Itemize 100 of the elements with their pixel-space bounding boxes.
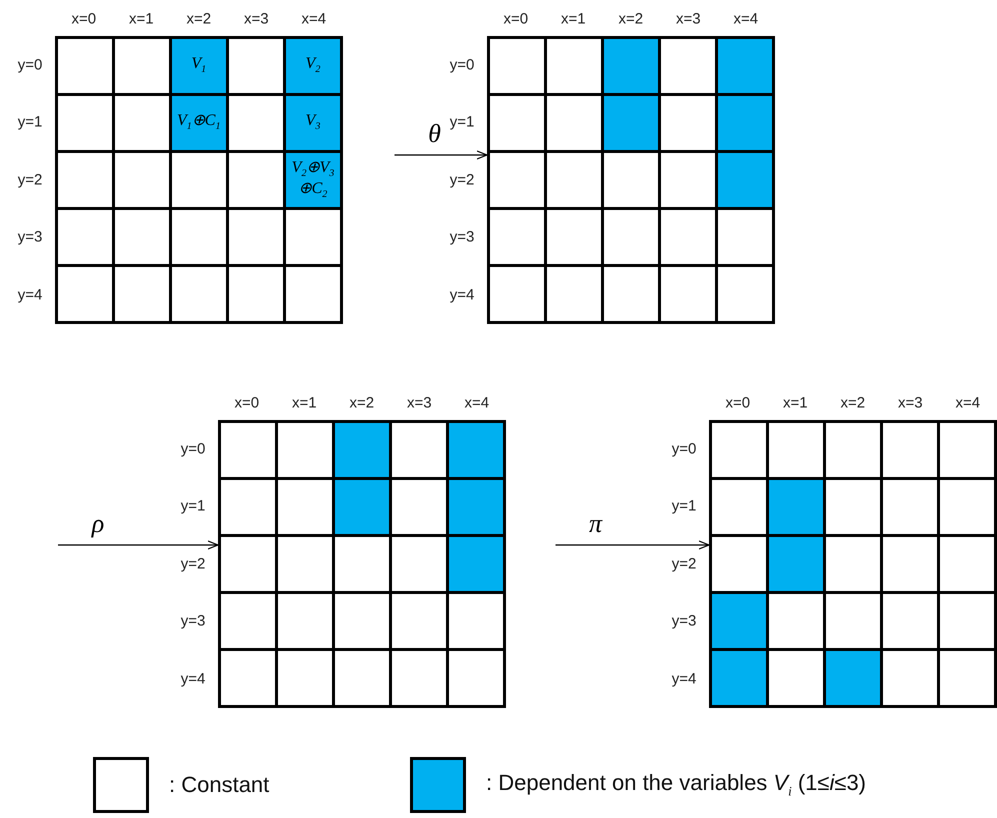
grid-cell: [718, 266, 772, 321]
grid-cell: [228, 152, 283, 207]
grid-cell: [58, 38, 112, 93]
grid-cell: [940, 536, 994, 591]
grid-cell: [718, 210, 772, 264]
grid-cell: [768, 650, 823, 705]
row-label: y=4: [180, 670, 206, 688]
grid-cell: [604, 266, 658, 321]
cell-formula: V$_{2}$⊕V$_{3}$ ⊕C$_{2}$: [290, 159, 336, 200]
grid-cell: [826, 422, 880, 477]
grid-cell: [546, 152, 601, 207]
grid-cell: [220, 422, 275, 477]
grid-cell: [940, 422, 994, 477]
row-label: y=3: [18, 228, 42, 246]
grid-cell: [712, 422, 766, 477]
grid-cell: [826, 480, 880, 534]
grid-cell: [334, 594, 389, 648]
highlighted-cell: [334, 422, 389, 477]
column-label: x=4: [464, 394, 490, 412]
column-label: x=0: [725, 394, 750, 412]
grid-cell: [220, 650, 275, 705]
cell-formula: V$_{3}$: [304, 112, 322, 133]
grid-cell: [392, 480, 446, 534]
grid-cell: [826, 536, 880, 591]
highlighted-cell: [604, 96, 658, 150]
grid-cell: [172, 210, 226, 264]
grid: [55, 36, 342, 324]
row-label: y=1: [180, 498, 206, 515]
column-label: x=1: [560, 10, 586, 28]
grid-cell: [58, 152, 112, 207]
column-label: x=2: [186, 10, 212, 28]
grid-cell: [228, 266, 283, 321]
column-label: x=1: [128, 10, 154, 28]
grid-cell: [882, 536, 937, 591]
highlighted-cell: [286, 152, 340, 207]
column-label: x=2: [840, 394, 866, 412]
highlighted-cell: [826, 650, 880, 705]
grid: [218, 420, 506, 708]
row-label: y=3: [450, 228, 474, 246]
grid: [709, 420, 996, 708]
highlighted-cell: [712, 594, 766, 648]
highlighted-cell: [718, 96, 772, 150]
column-label: x=3: [244, 10, 269, 28]
highlighted-cell: [334, 480, 389, 534]
column-label: x=4: [301, 10, 326, 28]
row-label: y=4: [18, 286, 42, 304]
grid-cell: [546, 96, 601, 150]
grid-cell: [660, 38, 715, 93]
grid: [487, 36, 774, 324]
grid-cell: [114, 38, 169, 93]
highlighted-cell: [604, 38, 658, 93]
edge-label: π: [588, 511, 602, 537]
grid-cell: [334, 650, 389, 705]
legend-text: : Dependent on the variables V$_{i}$ (1≤i≤3): [486, 770, 866, 800]
grid-cell: [172, 152, 226, 207]
grid-cell: [172, 266, 226, 321]
grid-cell: [490, 152, 544, 207]
row-label: y=1: [18, 114, 42, 131]
row-label: y=0: [18, 56, 42, 74]
grid-cell: [228, 96, 283, 150]
grid-cell: [768, 422, 823, 477]
grid-cell: [114, 96, 169, 150]
grid-cell: [604, 210, 658, 264]
column-label: x=2: [349, 394, 374, 412]
column-label: x=0: [71, 10, 96, 28]
grid-cell: [940, 480, 994, 534]
grid-cell: [220, 480, 275, 534]
column-label: x=3: [898, 394, 923, 412]
grid-cell: [114, 210, 169, 264]
highlighted-cell: [172, 96, 226, 150]
column-label: x=1: [782, 394, 808, 412]
grid-cell: [660, 210, 715, 264]
grid-cell: [712, 480, 766, 534]
row-label: y=2: [180, 555, 206, 572]
grid-cell: [278, 422, 332, 477]
grid-cell: [882, 594, 937, 648]
row-label: y=0: [180, 440, 206, 458]
grid-cell: [334, 536, 389, 591]
grid-cell: [278, 536, 332, 591]
arrow: [556, 540, 710, 550]
column-label: x=1: [292, 394, 317, 412]
highlighted-cell: [448, 536, 503, 591]
grid-cell: [392, 650, 446, 705]
column-label: x=2: [618, 10, 644, 28]
row-label: y=3: [672, 612, 696, 630]
grid-cell: [490, 96, 544, 150]
grid-cell: [278, 480, 332, 534]
highlighted-cell: [768, 480, 823, 534]
grid-cell: [660, 96, 715, 150]
highlighted-cell: [718, 152, 772, 207]
grid-cell: [58, 210, 112, 264]
grid-cell: [940, 594, 994, 648]
grid-cell: [228, 210, 283, 264]
edge-label: ρ: [92, 511, 104, 537]
grid-cell: [448, 650, 503, 705]
highlighted-cell: [286, 96, 340, 150]
grid-cell: [660, 152, 715, 207]
cell-formula: V$_{1}$: [190, 55, 208, 76]
grid-cell: [882, 422, 937, 477]
highlighted-cell: [448, 422, 503, 477]
